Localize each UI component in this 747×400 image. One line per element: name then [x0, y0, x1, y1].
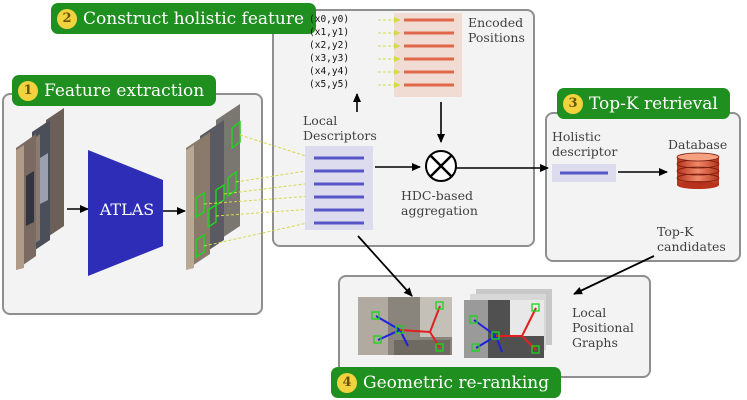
- step-number: 4: [337, 372, 357, 393]
- hdc-aggregation-icon: [425, 150, 457, 182]
- position-coord: (x2,y2): [309, 40, 350, 51]
- feature-image-stack: [186, 104, 241, 270]
- hdc-aggregation-label: HDC-based aggregation: [401, 188, 478, 218]
- position-coord: (x3,y3): [309, 53, 350, 64]
- position-coord: (x0,y0): [309, 14, 350, 25]
- holistic-descriptor-label: Holistic descriptor: [552, 129, 618, 159]
- step-number: 2: [57, 8, 77, 29]
- step-label: Construct holistic feature: [83, 8, 305, 29]
- position-coord: (x5,y5): [309, 79, 350, 90]
- atlas-label: ATLAS: [99, 200, 155, 219]
- local-positional-graphs-label: Local Positional Graphs: [572, 305, 634, 350]
- step-badge-construct-holistic-feature: 2 Construct holistic feature: [51, 3, 317, 34]
- step-label: Geometric re-ranking: [363, 372, 550, 393]
- step-label: Feature extraction: [44, 80, 205, 101]
- step-badge-geometric-reranking: 4 Geometric re-ranking: [331, 367, 562, 398]
- holistic-descriptor-box: [552, 164, 616, 182]
- local-descriptors-label: Local Descriptors: [303, 113, 377, 143]
- atlas-model-shape: [88, 150, 163, 276]
- database-icon: [676, 152, 720, 189]
- arrow-candidates-to-reranking: [573, 255, 655, 295]
- position-encoding-arrows: [378, 17, 401, 88]
- local-descriptors-box: [305, 146, 373, 230]
- step-number: 1: [18, 80, 38, 101]
- database-label: Database: [668, 137, 728, 152]
- query-positional-graph-image: [358, 297, 452, 355]
- topk-candidates-label: Top-K candidates: [657, 224, 726, 254]
- position-coord: (x1,y1): [309, 27, 350, 38]
- step-number: 3: [563, 93, 583, 114]
- arrow-descriptors-to-reranking: [357, 235, 413, 297]
- position-coordinates-list: (x0,y0) (x1,y1) (x2,y2) (x3,y3) (x4,y4) …: [309, 13, 349, 91]
- candidate-positional-graph-image: [464, 289, 552, 358]
- step-label: Top-K retrieval: [589, 93, 718, 114]
- encoded-positions-box: [394, 13, 462, 97]
- encoded-positions-label: Encoded Positions: [468, 15, 525, 45]
- input-image-stack: [16, 108, 64, 270]
- position-coord: (x4,y4): [309, 66, 350, 77]
- step-badge-feature-extraction: 1 Feature extraction: [12, 75, 217, 106]
- keypoint-correspondences: [203, 134, 313, 247]
- step-badge-topk-retrieval: 3 Top-K retrieval: [557, 88, 730, 119]
